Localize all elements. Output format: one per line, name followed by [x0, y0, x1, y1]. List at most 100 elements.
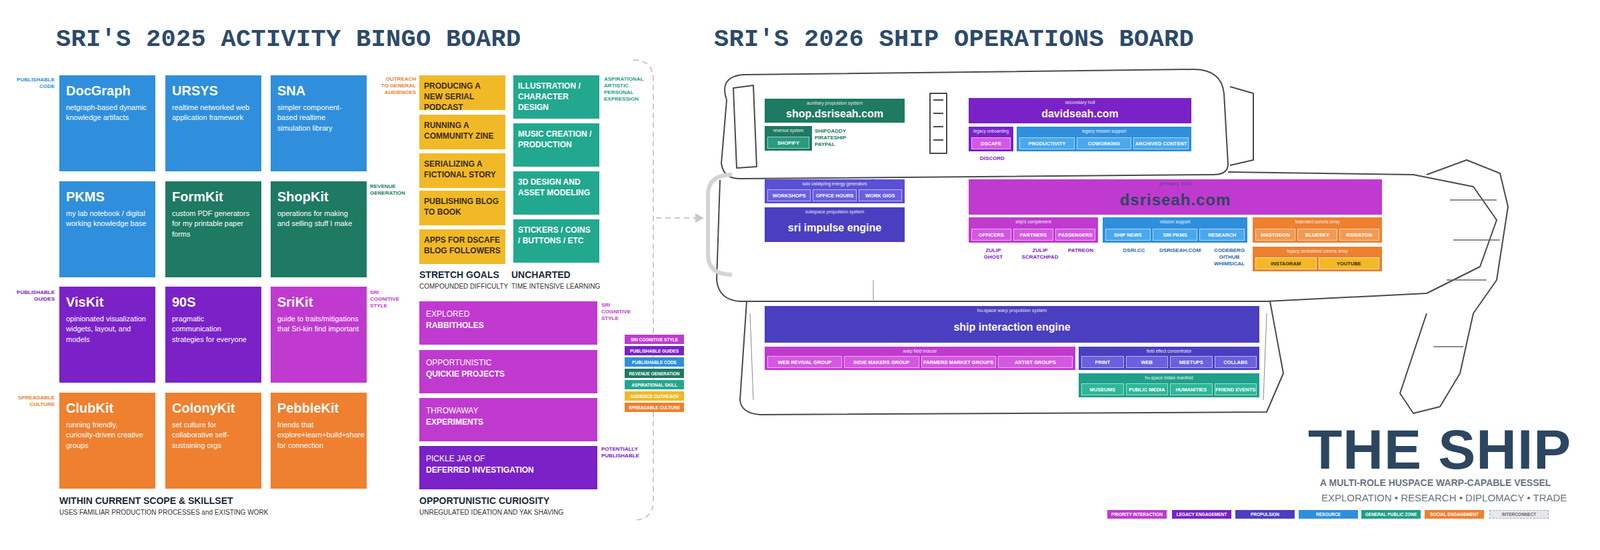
legend-swatch: PUBLISHABLE CODE: [624, 357, 684, 367]
node-text: MASTODON: [1260, 232, 1290, 238]
legend-text: AUDIENCE OUTREACH: [630, 394, 679, 399]
legend-swatch: LEGACY ENGAGEMENT: [1172, 510, 1232, 519]
middle-hull: [716, 172, 1497, 302]
node-text: friends that explore+learn+build+share f…: [277, 420, 360, 451]
sh-box: hu-space warp propulsion systemship inte…: [764, 306, 1260, 343]
board-label: OPPORTUNISTIC CURIOSITY: [419, 495, 550, 506]
node-text: RSS/ATOM: [1346, 232, 1373, 238]
node-text: PARTNERS: [1020, 232, 1048, 238]
board-label: DSRISEAH.COM: [1156, 247, 1204, 254]
arrow-head: [695, 213, 704, 223]
legend-text: PRIORITY INTERACTION: [1111, 512, 1163, 517]
ct-box: legacy onboardingDSCAFE: [968, 126, 1014, 152]
kid-box: FRIEND EVENTS: [1214, 383, 1258, 396]
legend-swatch: SRI COGNITIVE STYLE: [624, 334, 684, 344]
board-label: PATREON: [1064, 247, 1098, 254]
kid-box: YOUTUBE: [1318, 257, 1380, 270]
node-text: sri impulse engine: [788, 214, 882, 241]
node-text: WEB REVIVAL GROUP: [778, 359, 832, 366]
tile-box: DocGraphnetgraph-based dynamic knowledge…: [59, 75, 156, 172]
tile-box: VisKitopinionated visualization widgets,…: [59, 286, 156, 383]
kid-box: ARCHIVED CONTENT: [1133, 137, 1189, 150]
board-label: PUBLISHABLE CODE: [12, 76, 55, 90]
kid-box: PRINT: [1081, 356, 1124, 368]
node-text: legacy onboarding: [971, 128, 1011, 134]
node-text: ship's complement: [971, 219, 1096, 225]
node-text: WORK GIGS: [865, 192, 896, 199]
tile-box: PebbleKit friends that explore+learn+buil…: [270, 392, 367, 489]
kid-box: SRI PKMS: [1152, 228, 1198, 241]
node-text: custom PDF generators for my printable p…: [172, 208, 255, 240]
tbox-box: ILLUSTRATION / CHARACTER DESIGN: [513, 75, 600, 119]
kid-box: PASSENGERS: [1055, 228, 1096, 241]
node-text: SHIP NEWS: [1114, 232, 1142, 238]
node-text: PASSENGERS: [1058, 232, 1093, 238]
tile-box: ColonyKitset culture for collaborative s…: [165, 392, 262, 489]
node-text: dsriseah.com: [1120, 186, 1232, 214]
node-text: ClubKit: [66, 400, 149, 416]
tbox-box: STICKERS / COINS / BUTTONS / ETC: [513, 219, 600, 263]
node-text: hu-space intake manifold: [1081, 375, 1257, 381]
tile-box: SriKit guide to traits/mitigations that S…: [270, 286, 367, 383]
node-text: YOUTUBE: [1336, 260, 1362, 267]
legend-swatch: SPREADABLE CULTURE: [624, 402, 684, 412]
ship-sketch: [716, 69, 1508, 415]
tile-box: SNAsimpler component-based realtime simu…: [270, 75, 367, 172]
node-text: PRODUCTIVITY: [1028, 140, 1066, 147]
kid-box: MASTODON: [1255, 228, 1296, 241]
node-text: subspace propulsion system: [805, 208, 864, 215]
board-label: POTENTIALLY PUBLISHABLE: [601, 446, 643, 460]
node-text: DSCAFE: [980, 140, 1002, 147]
ct-box: solo catalyzing energy generatorsWORKSHO…: [764, 179, 905, 204]
node-text: MUSEUMS: [1090, 386, 1116, 393]
node-text: legacy mission support: [1019, 128, 1189, 134]
board-label: STRETCH GOALS: [419, 269, 500, 280]
kid-box: INSTAGRAM: [1255, 257, 1317, 270]
kid-box: WEB: [1126, 356, 1169, 368]
node-text: RABBITHOLES: [426, 320, 591, 332]
node-text: THROWAWAY: [426, 405, 591, 417]
board-label: SRI'S 2026 SHIP OPERATIONS BOARD: [714, 25, 1194, 54]
sh-box: secondary hulldavidseah.com: [968, 98, 1192, 124]
legend-text: PROPULSION: [1250, 512, 1280, 517]
board-label: REVENUE GENERATION: [370, 183, 410, 197]
node-text: running friendly, curiosity-driven creat…: [66, 420, 149, 451]
board-label: UNREGULATED IDEATION AND YAK SHAVING: [419, 508, 564, 516]
tbox-box: 3D DESIGN AND ASSET MODELING: [513, 171, 600, 215]
node-text: revenue system: [767, 128, 810, 134]
ct-box: ship's complementOFFICERSPARTNERSPASSENG…: [968, 217, 1098, 243]
node-text: MUSIC CREATION / PRODUCTION: [518, 128, 595, 150]
ybox-box: SERIALIZING A FICTIONAL STORY: [419, 153, 506, 188]
kid-box: FARMERS MARKET GROUPS: [921, 356, 996, 368]
kid-box: MUSEUMS: [1081, 383, 1124, 396]
legend-text: INTERCONNECT: [1502, 512, 1537, 517]
legend-swatch: PRIORITY INTERACTION: [1107, 510, 1167, 519]
node-text: solo catalyzing energy generators: [767, 181, 902, 187]
node-text: ARTIST GROUPS: [1014, 359, 1056, 366]
node-text: ColonyKit: [172, 400, 255, 416]
node-text: PebbleKit: [277, 400, 360, 416]
legend-text: ASPIRATIONAL SKILL: [631, 382, 678, 388]
nose-panel: [733, 85, 757, 168]
node-text: RUNNING A COMMUNITY ZINE: [424, 120, 501, 142]
kid-box: SHIP NEWS: [1105, 228, 1151, 241]
mbox-box: EXPLOREDRABBITHOLES: [419, 301, 598, 345]
board-label: DISCORD: [980, 155, 1005, 162]
legend-text: LEGACY ENGAGEMENT: [1176, 512, 1227, 517]
node-text: SriKit: [277, 294, 360, 310]
kid-box: COWORKING: [1076, 137, 1132, 150]
node-text: HUMANITIES: [1175, 386, 1207, 393]
legend-swatch: RESOURCE: [1298, 510, 1358, 519]
node-text: primary hull: [1159, 180, 1192, 187]
kid-box: PUBLIC MEDIA: [1126, 383, 1169, 396]
node-text: VisKit: [66, 294, 149, 310]
legend-text: GENERAL PUBLIC ZONE: [1365, 512, 1418, 517]
node-text: WEB: [1141, 359, 1154, 366]
node-text: SRI PKMS: [1162, 232, 1187, 238]
node-text: RESEARCH: [1208, 232, 1236, 238]
board-label: TIME INTENSIVE LEARNING: [511, 282, 600, 290]
node-text: guide to traits/mitigations that Sri-kin…: [277, 314, 360, 335]
board-title: SRI'S 2025 ACTIVITY BINGO BOARD: [56, 25, 522, 54]
node-text: realtime networked web application frame…: [172, 102, 255, 124]
board-label: SPREADABLE CULTURE: [12, 394, 55, 408]
